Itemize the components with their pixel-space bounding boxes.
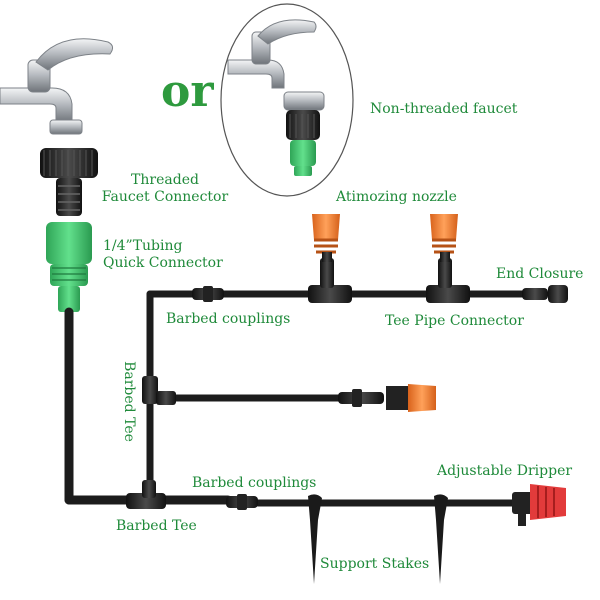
threaded-connector-label: Threaded Faucet Connector — [95, 172, 235, 206]
adjustable-dripper — [512, 484, 566, 526]
threaded-connector-label-line2: Faucet Connector — [101, 189, 229, 205]
tee-pipe-connector-2 — [426, 258, 470, 303]
end-closure-label: End Closure — [496, 266, 584, 282]
threaded-connector-label-line1: Threaded — [131, 172, 199, 188]
barbed-couplings-bottom-label: Barbed couplings — [192, 475, 317, 491]
atomizing-nozzle-2 — [430, 214, 458, 262]
quick-connector-label-line1: 1/4”Tubing — [103, 238, 183, 254]
tubing — [64, 290, 526, 507]
quick-connector — [46, 222, 92, 312]
barbed-tee-bottom — [126, 480, 166, 509]
barbed-tee-bottom-label: Barbed Tee — [116, 518, 197, 534]
threaded-faucet-connector — [40, 148, 98, 216]
barbed-tee-vertical-label: Barbed Tee — [120, 361, 137, 442]
support-stake-1 — [308, 494, 322, 584]
barbed-coupling-top — [192, 286, 224, 302]
barbed-tee-vertical — [142, 376, 176, 405]
end-closure — [522, 285, 568, 303]
tee-pipe-connector-label: Tee Pipe Connector — [385, 313, 524, 329]
non-threaded-faucet-label: Non-threaded faucet — [370, 101, 518, 117]
atomizing-nozzle-3 — [386, 384, 436, 412]
or-label: or — [161, 66, 214, 117]
non-threaded-faucet-inset — [220, 3, 354, 197]
quick-connector-label: 1/4”Tubing Quick Connector — [103, 238, 223, 272]
barbed-couplings-top-label: Barbed couplings — [166, 311, 291, 327]
support-stake-2 — [434, 494, 448, 584]
threaded-faucet — [0, 38, 114, 135]
quick-connector-label-line2: Quick Connector — [103, 255, 223, 271]
atomizing-nozzle-label: Atimozing nozzle — [336, 189, 457, 205]
adjustable-dripper-label: Adjustable Dripper — [437, 463, 573, 479]
barbed-coupling-bottom — [226, 494, 258, 510]
atomizing-nozzle-1 — [312, 214, 340, 262]
tee-pipe-connector-1 — [308, 258, 352, 303]
support-stakes-label: Support Stakes — [320, 556, 430, 572]
barbed-coupling-middle — [338, 389, 384, 407]
